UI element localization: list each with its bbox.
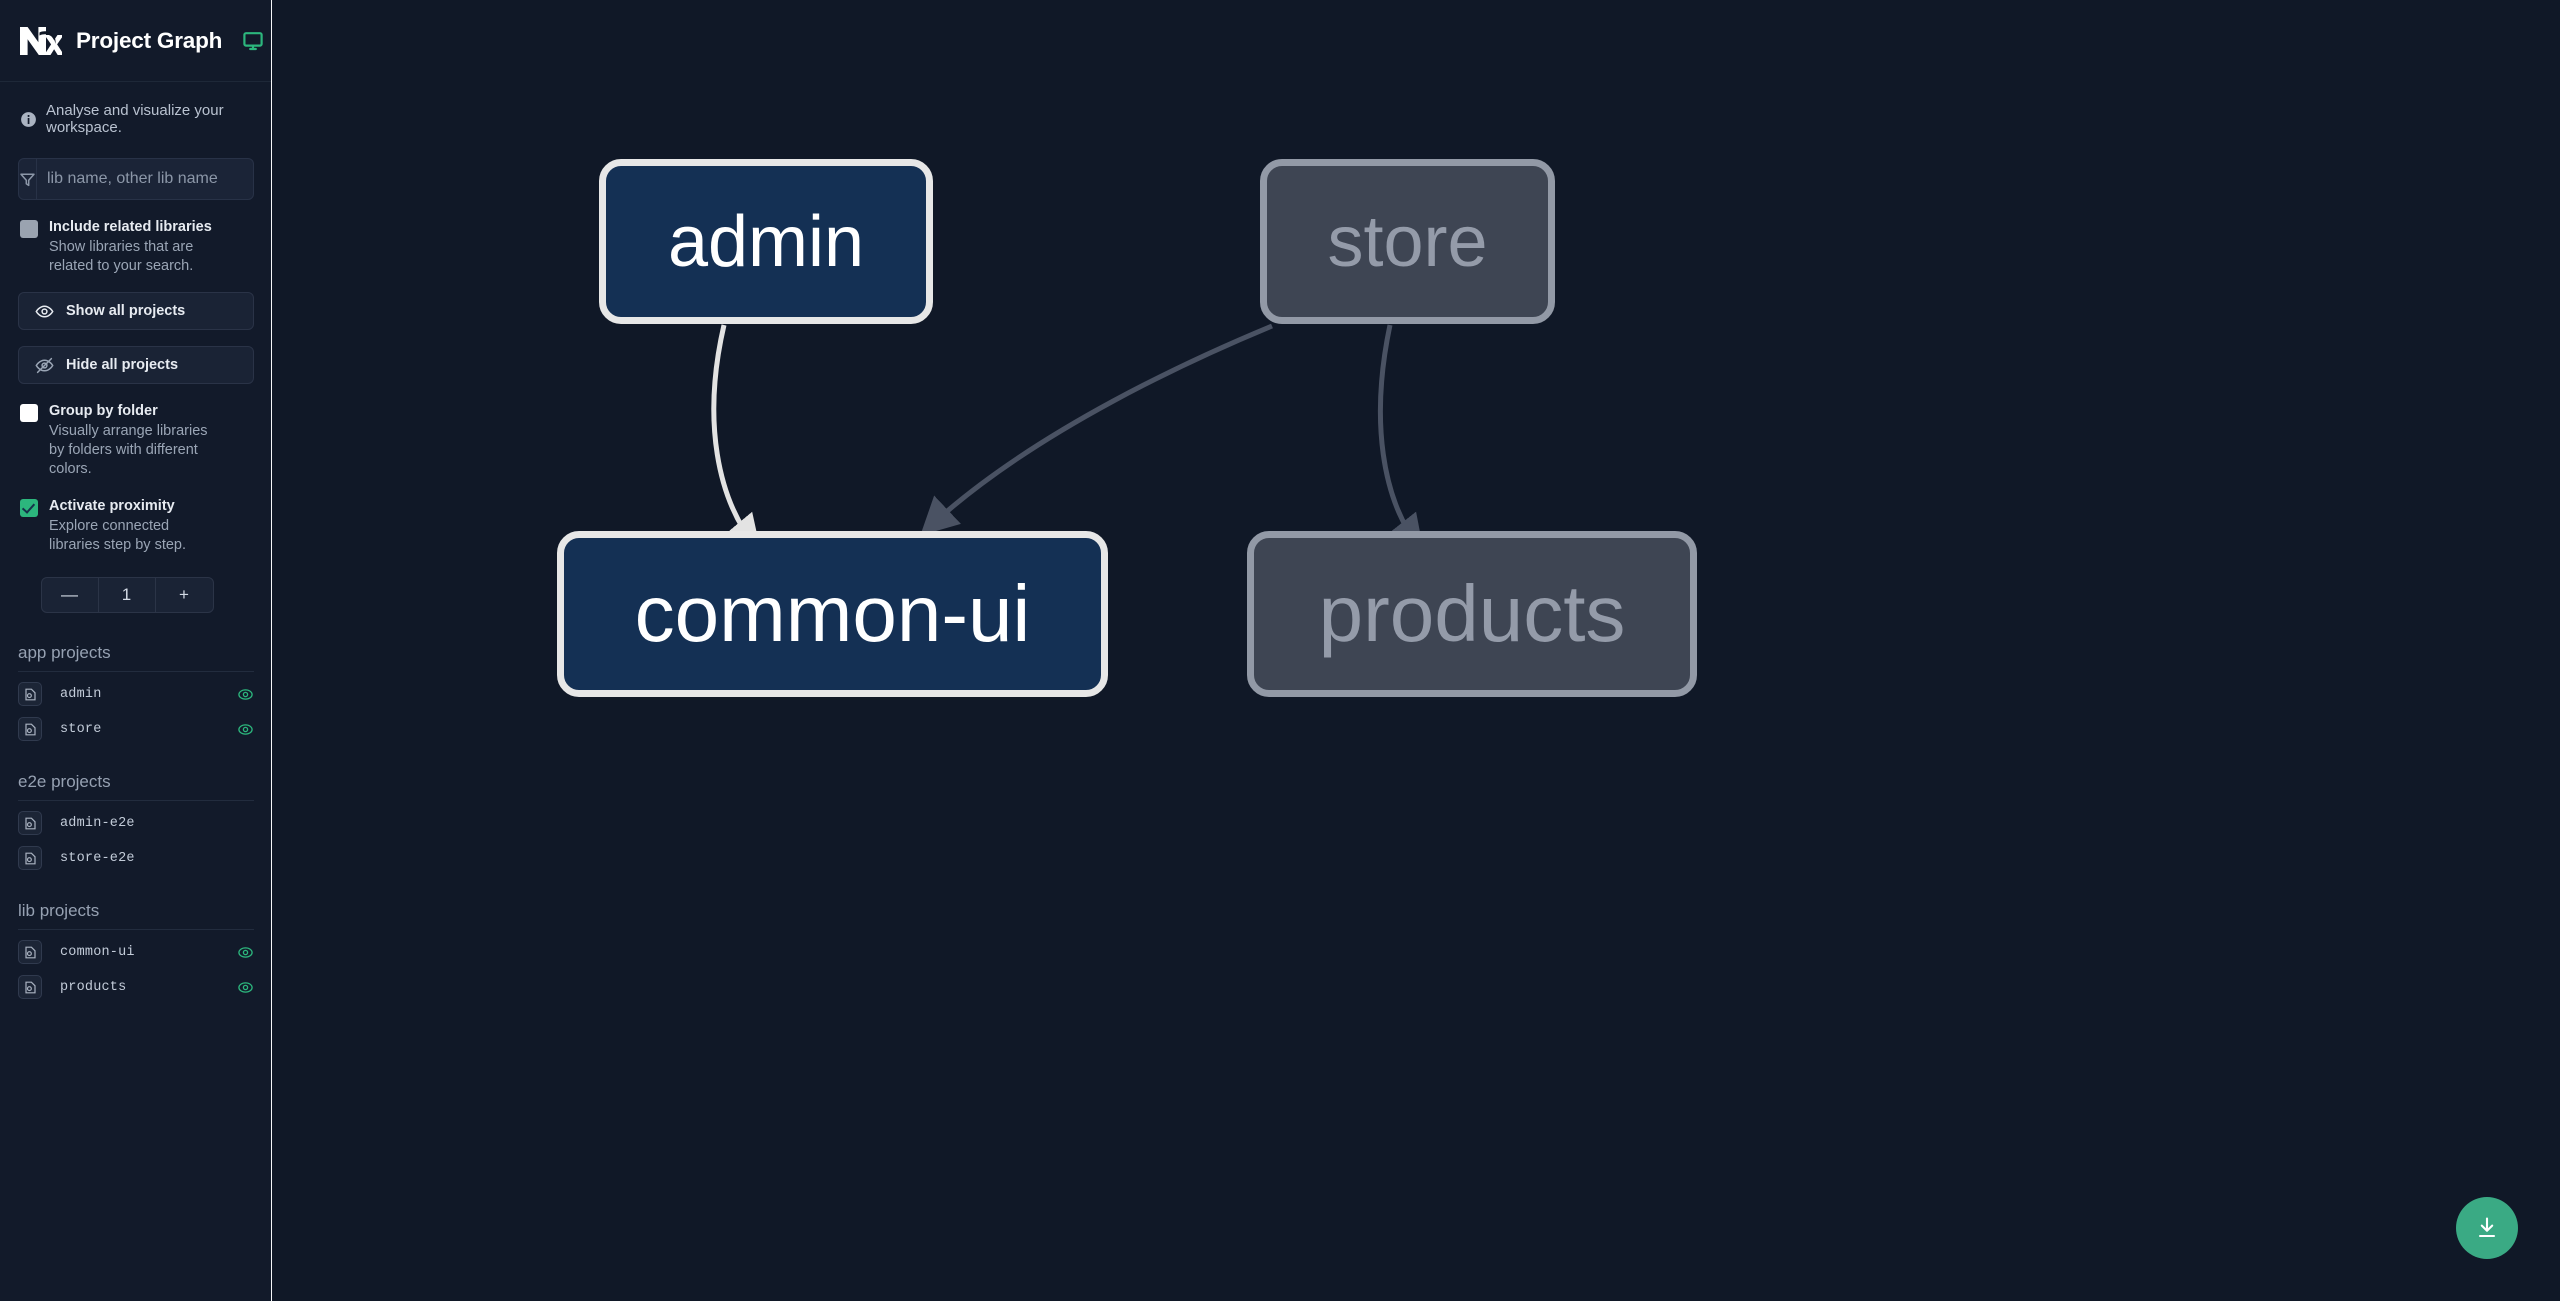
eye-off-icon	[35, 356, 54, 375]
graph-node-label: admin	[667, 201, 865, 282]
sidebar-tagline-text: Analyse and visualize your workspace.	[46, 102, 224, 136]
nx-logo-icon	[18, 23, 62, 59]
list-item[interactable]: common-ui	[18, 939, 254, 965]
show-all-projects-button[interactable]: Show all projects	[18, 292, 254, 330]
hide-all-projects-label: Hide all projects	[66, 357, 179, 373]
proximity-increment-button[interactable]: +	[179, 585, 189, 604]
funnel-filter-icon[interactable]	[19, 159, 37, 199]
list-item[interactable]: admin-e2e	[18, 810, 254, 836]
graph-node-store[interactable]: store	[1260, 159, 1555, 324]
project-name: admin-e2e	[60, 815, 135, 831]
edge-admin-to-common-ui	[711, 324, 762, 553]
option-title: Activate proximity	[49, 498, 175, 514]
graph-canvas[interactable]: admin store common-ui products	[272, 0, 2560, 1301]
section-heading-e2e-projects: e2e projects	[18, 772, 254, 801]
project-file-icon	[18, 811, 42, 835]
download-graph-button[interactable]	[2456, 1197, 2518, 1259]
proximity-stepper: — 1 +	[0, 577, 254, 613]
show-all-projects-label: Show all projects	[66, 303, 186, 319]
project-name: store	[60, 721, 102, 737]
monitor-icon[interactable]	[236, 30, 264, 52]
option-description: Explore connected libraries step by step…	[49, 518, 187, 553]
graph-node-products[interactable]: products	[1247, 531, 1697, 697]
eye-icon[interactable]	[237, 721, 254, 738]
edge-store-to-products	[1377, 324, 1425, 554]
project-file-icon	[18, 940, 42, 964]
sidebar-tagline: Analyse and visualize your workspace.	[0, 82, 272, 152]
option-description: Show libraries that are related to your …	[49, 239, 194, 274]
list-item[interactable]: admin	[18, 681, 254, 707]
eye-icon[interactable]	[237, 944, 254, 961]
search-input[interactable]	[37, 159, 253, 199]
eye-icon	[35, 302, 54, 321]
graph-node-label: products	[1318, 569, 1626, 658]
include-related-libraries-checkbox[interactable]	[20, 220, 38, 238]
proximity-value: 1	[99, 578, 156, 612]
section-heading-lib-projects: lib projects	[18, 901, 254, 930]
group-by-folder-checkbox[interactable]	[20, 404, 38, 422]
project-file-icon	[18, 682, 42, 706]
project-name: admin	[60, 686, 102, 702]
download-icon	[2474, 1215, 2500, 1241]
option-title: Group by folder	[49, 403, 158, 419]
list-item[interactable]: products	[18, 974, 254, 1000]
project-file-icon	[18, 975, 42, 999]
page-title: Project Graph	[76, 27, 223, 53]
option-description: Visually arrange libraries by folders wi…	[49, 423, 208, 477]
project-name: common-ui	[60, 944, 135, 960]
project-name: store-e2e	[60, 850, 135, 866]
option-include-related-libraries[interactable]: Include related libraries Show libraries…	[0, 200, 272, 276]
option-title: Include related libraries	[49, 219, 212, 235]
list-item[interactable]: store	[18, 716, 254, 742]
project-file-icon	[18, 846, 42, 870]
graph-node-admin[interactable]: admin	[599, 159, 933, 324]
option-activate-proximity[interactable]: Activate proximity Explore connected lib…	[0, 479, 272, 555]
proximity-decrement-button[interactable]: —	[42, 578, 99, 612]
sidebar: Project Graph Analyse and visual	[0, 0, 285, 1301]
search-bar[interactable]	[18, 158, 254, 200]
option-group-by-folder[interactable]: Group by folder Visually arrange librari…	[0, 384, 272, 479]
section-heading-app-projects: app projects	[18, 643, 254, 672]
hide-all-projects-button[interactable]: Hide all projects	[18, 346, 254, 384]
edge-store-to-common-ui	[920, 323, 1273, 536]
eye-icon[interactable]	[237, 979, 254, 996]
graph-edges	[711, 323, 1425, 554]
sidebar-scroll-region: Project Graph Analyse and visual	[0, 0, 272, 1301]
info-icon	[20, 111, 37, 128]
project-name: products	[60, 979, 127, 995]
activate-proximity-checkbox[interactable]	[20, 499, 38, 517]
project-file-icon	[18, 717, 42, 741]
eye-icon[interactable]	[237, 686, 254, 703]
list-item[interactable]: store-e2e	[18, 845, 254, 871]
graph-node-common-ui[interactable]: common-ui	[557, 531, 1108, 697]
graph-node-label: common-ui	[634, 569, 1031, 658]
graph-node-label: store	[1327, 201, 1488, 282]
sidebar-header: Project Graph	[0, 0, 272, 82]
